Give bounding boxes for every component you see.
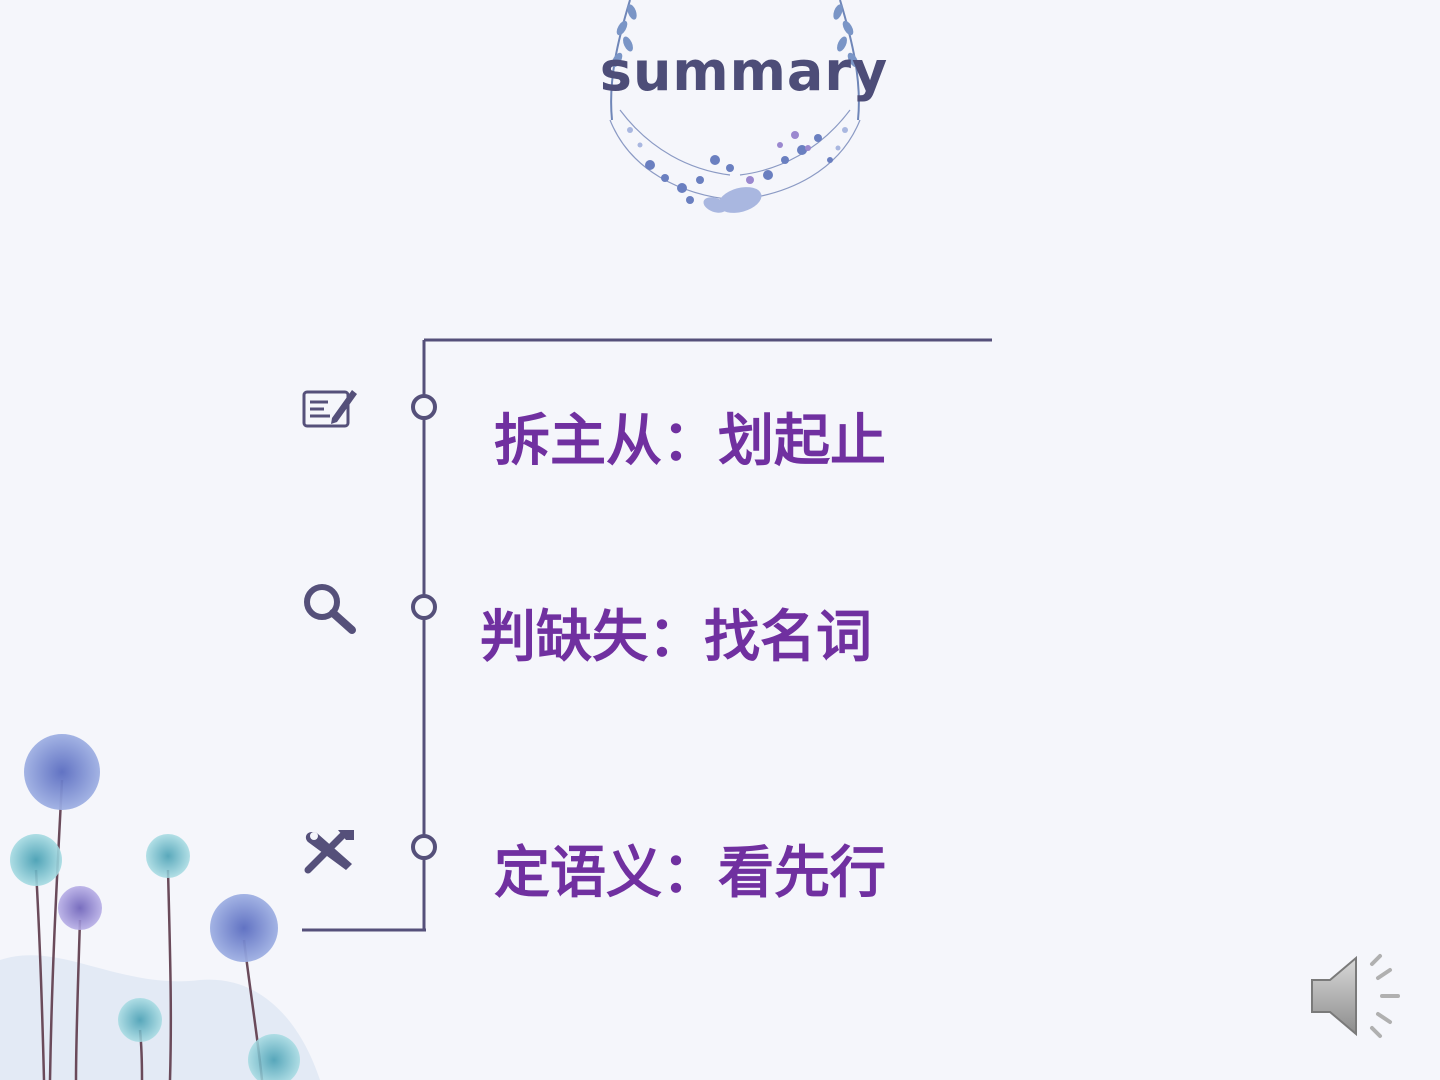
magnifier-icon — [304, 584, 356, 634]
tools-icon — [304, 830, 354, 874]
timeline-node — [411, 594, 437, 620]
timeline-node — [411, 834, 437, 860]
edit-form-icon — [302, 390, 357, 428]
summary-item-1: 拆主从：划起止 — [494, 409, 886, 474]
summary-item-2: 判缺失：找名词 — [480, 605, 872, 670]
speaker-icon[interactable] — [1308, 950, 1408, 1042]
dandelion-flowers-decoration — [0, 734, 320, 1080]
summary-item-3: 定语义：看先行 — [494, 841, 886, 906]
wreath-decoration — [609, 0, 861, 213]
timeline-node — [411, 394, 437, 420]
page-title: summary — [599, 40, 889, 103]
